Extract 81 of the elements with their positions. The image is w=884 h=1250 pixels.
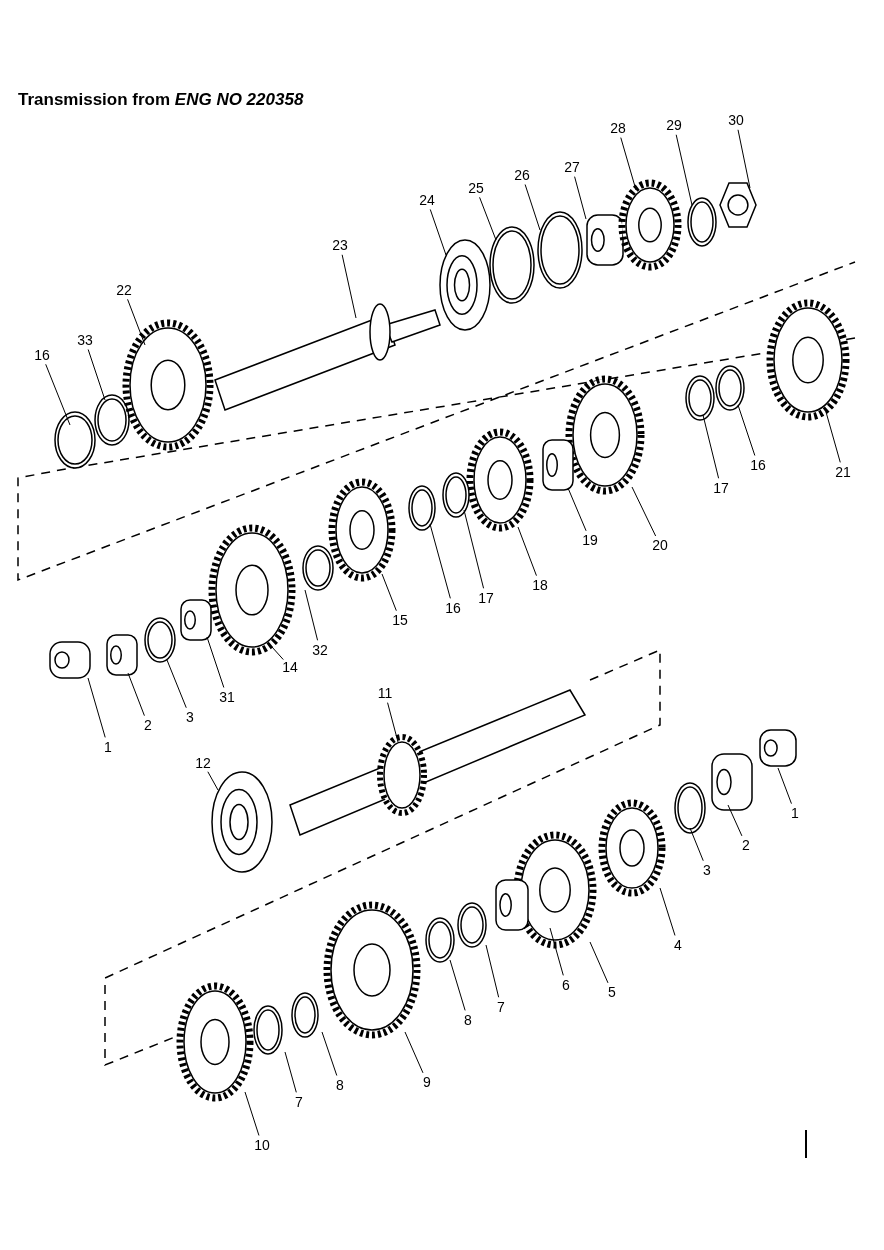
leader-line [689,827,704,862]
callout-number: 27 [564,159,580,175]
callout-number: 24 [419,192,435,208]
leader-line [737,129,751,189]
callout-number: 3 [703,862,711,878]
leader-line [777,767,792,805]
callout-number: 3 [186,709,194,725]
callout-number: 31 [219,689,235,705]
callout-number: 15 [392,612,408,628]
leader-line [127,298,146,346]
callout-number: 16 [750,457,766,473]
leader-line [321,1031,338,1077]
callout-number: 17 [713,480,729,496]
callout-number: 22 [116,282,132,298]
callout-number: 16 [34,347,50,363]
callout-number: 33 [77,332,93,348]
callout-number: 32 [312,642,328,658]
leader-line [479,196,497,241]
callout-number: 21 [835,464,851,480]
callout-number: 12 [195,755,211,771]
leader-line [589,941,609,984]
leader-line [675,134,693,206]
callout-number: 14 [282,659,298,675]
callout-number: 7 [295,1094,303,1110]
leader-line [517,526,537,577]
leader-line [825,411,841,463]
callout-number: 11 [377,685,393,701]
leader-line [341,254,357,319]
leader-line [381,573,397,612]
leader-line [549,927,564,976]
leader-line [387,702,399,743]
callout-number: 1 [104,739,112,755]
leader-line [631,486,657,537]
callout-number: 4 [674,937,682,953]
leader-line [485,944,500,998]
callout-number: 29 [666,117,682,133]
leader-line [429,523,451,599]
leader-line [284,1051,297,1093]
leader-line [87,349,106,401]
leader-line [127,672,145,717]
leader-line [620,137,637,191]
leader-line [524,184,541,231]
callout-number: 23 [332,237,348,253]
leader-line [87,677,106,738]
callout-number: 17 [478,590,494,606]
leader-line [702,414,720,479]
leader-line [429,208,447,256]
leader-line [271,646,284,661]
callout-number: 8 [336,1077,344,1093]
callout-number: 7 [497,999,505,1015]
leader-line [244,1091,260,1136]
leader-line [737,404,756,456]
leader-line [449,959,466,1011]
callout-number: 16 [445,600,461,616]
callout-number: 28 [610,120,626,136]
callout-number: 8 [464,1012,472,1028]
callout-number: 5 [608,984,616,1000]
leader-line [404,1031,424,1074]
leader-line [463,509,485,589]
callout-number: 9 [423,1074,431,1090]
callout-number: 19 [582,532,598,548]
leader-line [206,636,225,688]
callout-number: 26 [514,167,530,183]
callout-number: 6 [562,977,570,993]
leader-line [727,804,743,837]
leader-line [574,176,587,220]
leader-line [659,887,676,936]
callout-number: 30 [728,112,744,128]
callout-number: 2 [144,717,152,733]
leader-line [304,589,319,641]
callout-number: 25 [468,180,484,196]
callout-number: 2 [742,837,750,853]
diagram-title: Transmission from ENG NO 220358 [18,90,304,110]
leader-line [207,771,219,791]
callout-number: 10 [254,1137,270,1153]
leader-line [45,363,71,426]
callout-number: 18 [532,577,548,593]
callout-number: 20 [652,537,668,553]
callout-number: 1 [791,805,799,821]
leader-line [567,487,587,532]
leader-line [166,659,187,709]
